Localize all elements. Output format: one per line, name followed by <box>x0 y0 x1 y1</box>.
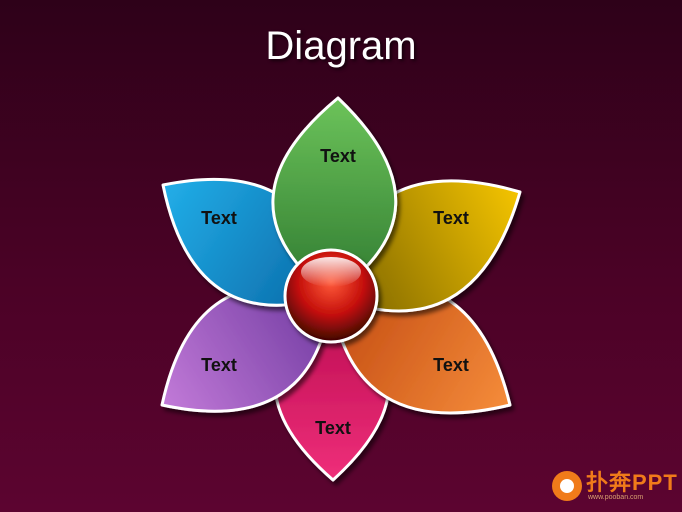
petal-label-upper-right: Text <box>433 208 469 228</box>
petal-top <box>271 96 398 298</box>
logo-url: www.pooban.com <box>588 494 644 501</box>
pooban-logo-icon <box>552 471 582 501</box>
petal-label-lower-left: Text <box>201 355 237 375</box>
petal-label-lower-right: Text <box>433 355 469 375</box>
logo-text: 扑奔PPT <box>586 470 678 495</box>
petal-label-upper-left: Text <box>201 208 237 228</box>
pooban-logo: 扑奔PPT www.pooban.com <box>552 470 680 502</box>
petal-label-bottom: Text <box>315 418 351 438</box>
petal-label-top: Text <box>320 146 356 166</box>
diagram-title: Diagram <box>265 24 417 68</box>
center-ball <box>283 248 379 344</box>
